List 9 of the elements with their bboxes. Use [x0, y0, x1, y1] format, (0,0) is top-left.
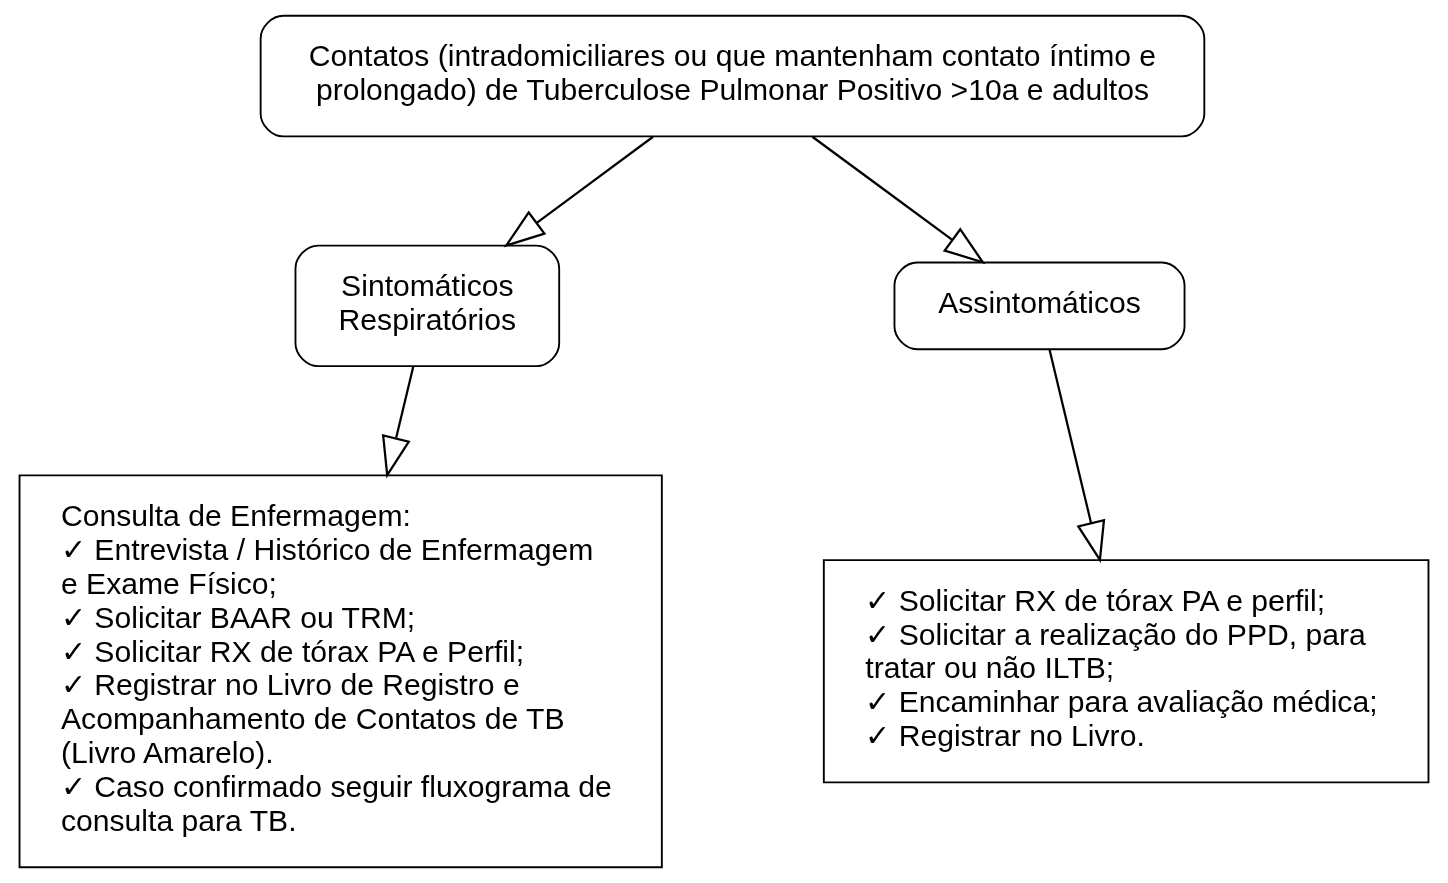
- arrow: [381, 366, 415, 479]
- arrow: [503, 135, 654, 248]
- arrow: [1048, 348, 1106, 564]
- node-box: Assintomáticos: [893, 261, 1186, 351]
- arrow: [811, 135, 986, 265]
- node-box: Consulta de Enfermagem: ✓ Entrevista / Histórico de Enfermagem e Exame Físico; ✓ Solicitar BAAR ou TRM; ✓ Solicitar RX de tórax PA e Perfil; ✓ Registrar no Livro de Registro e Acompanhamento de Contatos de TB (Livro Amarelo). ✓ Caso confirmado seguir fluxograma de consulta para TB.: [18, 474, 663, 869]
- node-box: ✓ Solicitar RX de tórax PA e perfil; ✓ Solicitar a realização do PPD, para tratar ou não ILTB; ✓ Encaminhar para avaliação médica; ✓ Registrar no Livro.: [822, 559, 1430, 784]
- node-box: Contatos (intradomiciliares ou que mantenham contato íntimo e prolongado) de Tuberculose Pulmonar Positivo >10a e adultos: [259, 14, 1206, 138]
- node-box: Sintomáticos Respiratórios: [294, 244, 561, 368]
